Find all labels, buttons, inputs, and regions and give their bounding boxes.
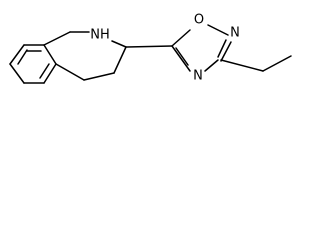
bond — [220, 59, 264, 72]
bond — [217, 39, 227, 58]
bond — [171, 45, 191, 72]
bond — [43, 44, 57, 65]
ring-link-bond — [125, 45, 173, 48]
bond — [207, 24, 229, 36]
benzene-ring — [9, 44, 57, 84]
atom-label-oxygen: O — [194, 13, 204, 28]
oxadiazole-ring — [171, 24, 232, 72]
bond — [9, 44, 25, 65]
double-bond-line — [39, 63, 50, 79]
bond — [262, 55, 292, 72]
tetrahydro-ring — [43, 31, 127, 81]
bond — [171, 29, 191, 47]
bond — [55, 63, 85, 81]
bond — [9, 63, 25, 84]
bond — [111, 40, 127, 48]
double-bond-line — [17, 49, 28, 65]
bond — [204, 59, 219, 72]
bond — [83, 72, 115, 81]
atom-label-nh: NH — [90, 28, 110, 43]
atom-label-nitrogen-lower: N — [193, 69, 203, 84]
ethyl-group — [220, 55, 292, 72]
bond — [43, 63, 57, 84]
bond — [43, 31, 71, 46]
chemical-structure-canvas: NH O N N — [0, 0, 317, 115]
atom-label-nitrogen-upper: N — [230, 26, 240, 41]
double-bond-line — [175, 47, 189, 66]
structure-diagram: NH O N N — [9, 13, 292, 84]
bond — [220, 41, 232, 62]
bond — [113, 46, 127, 74]
